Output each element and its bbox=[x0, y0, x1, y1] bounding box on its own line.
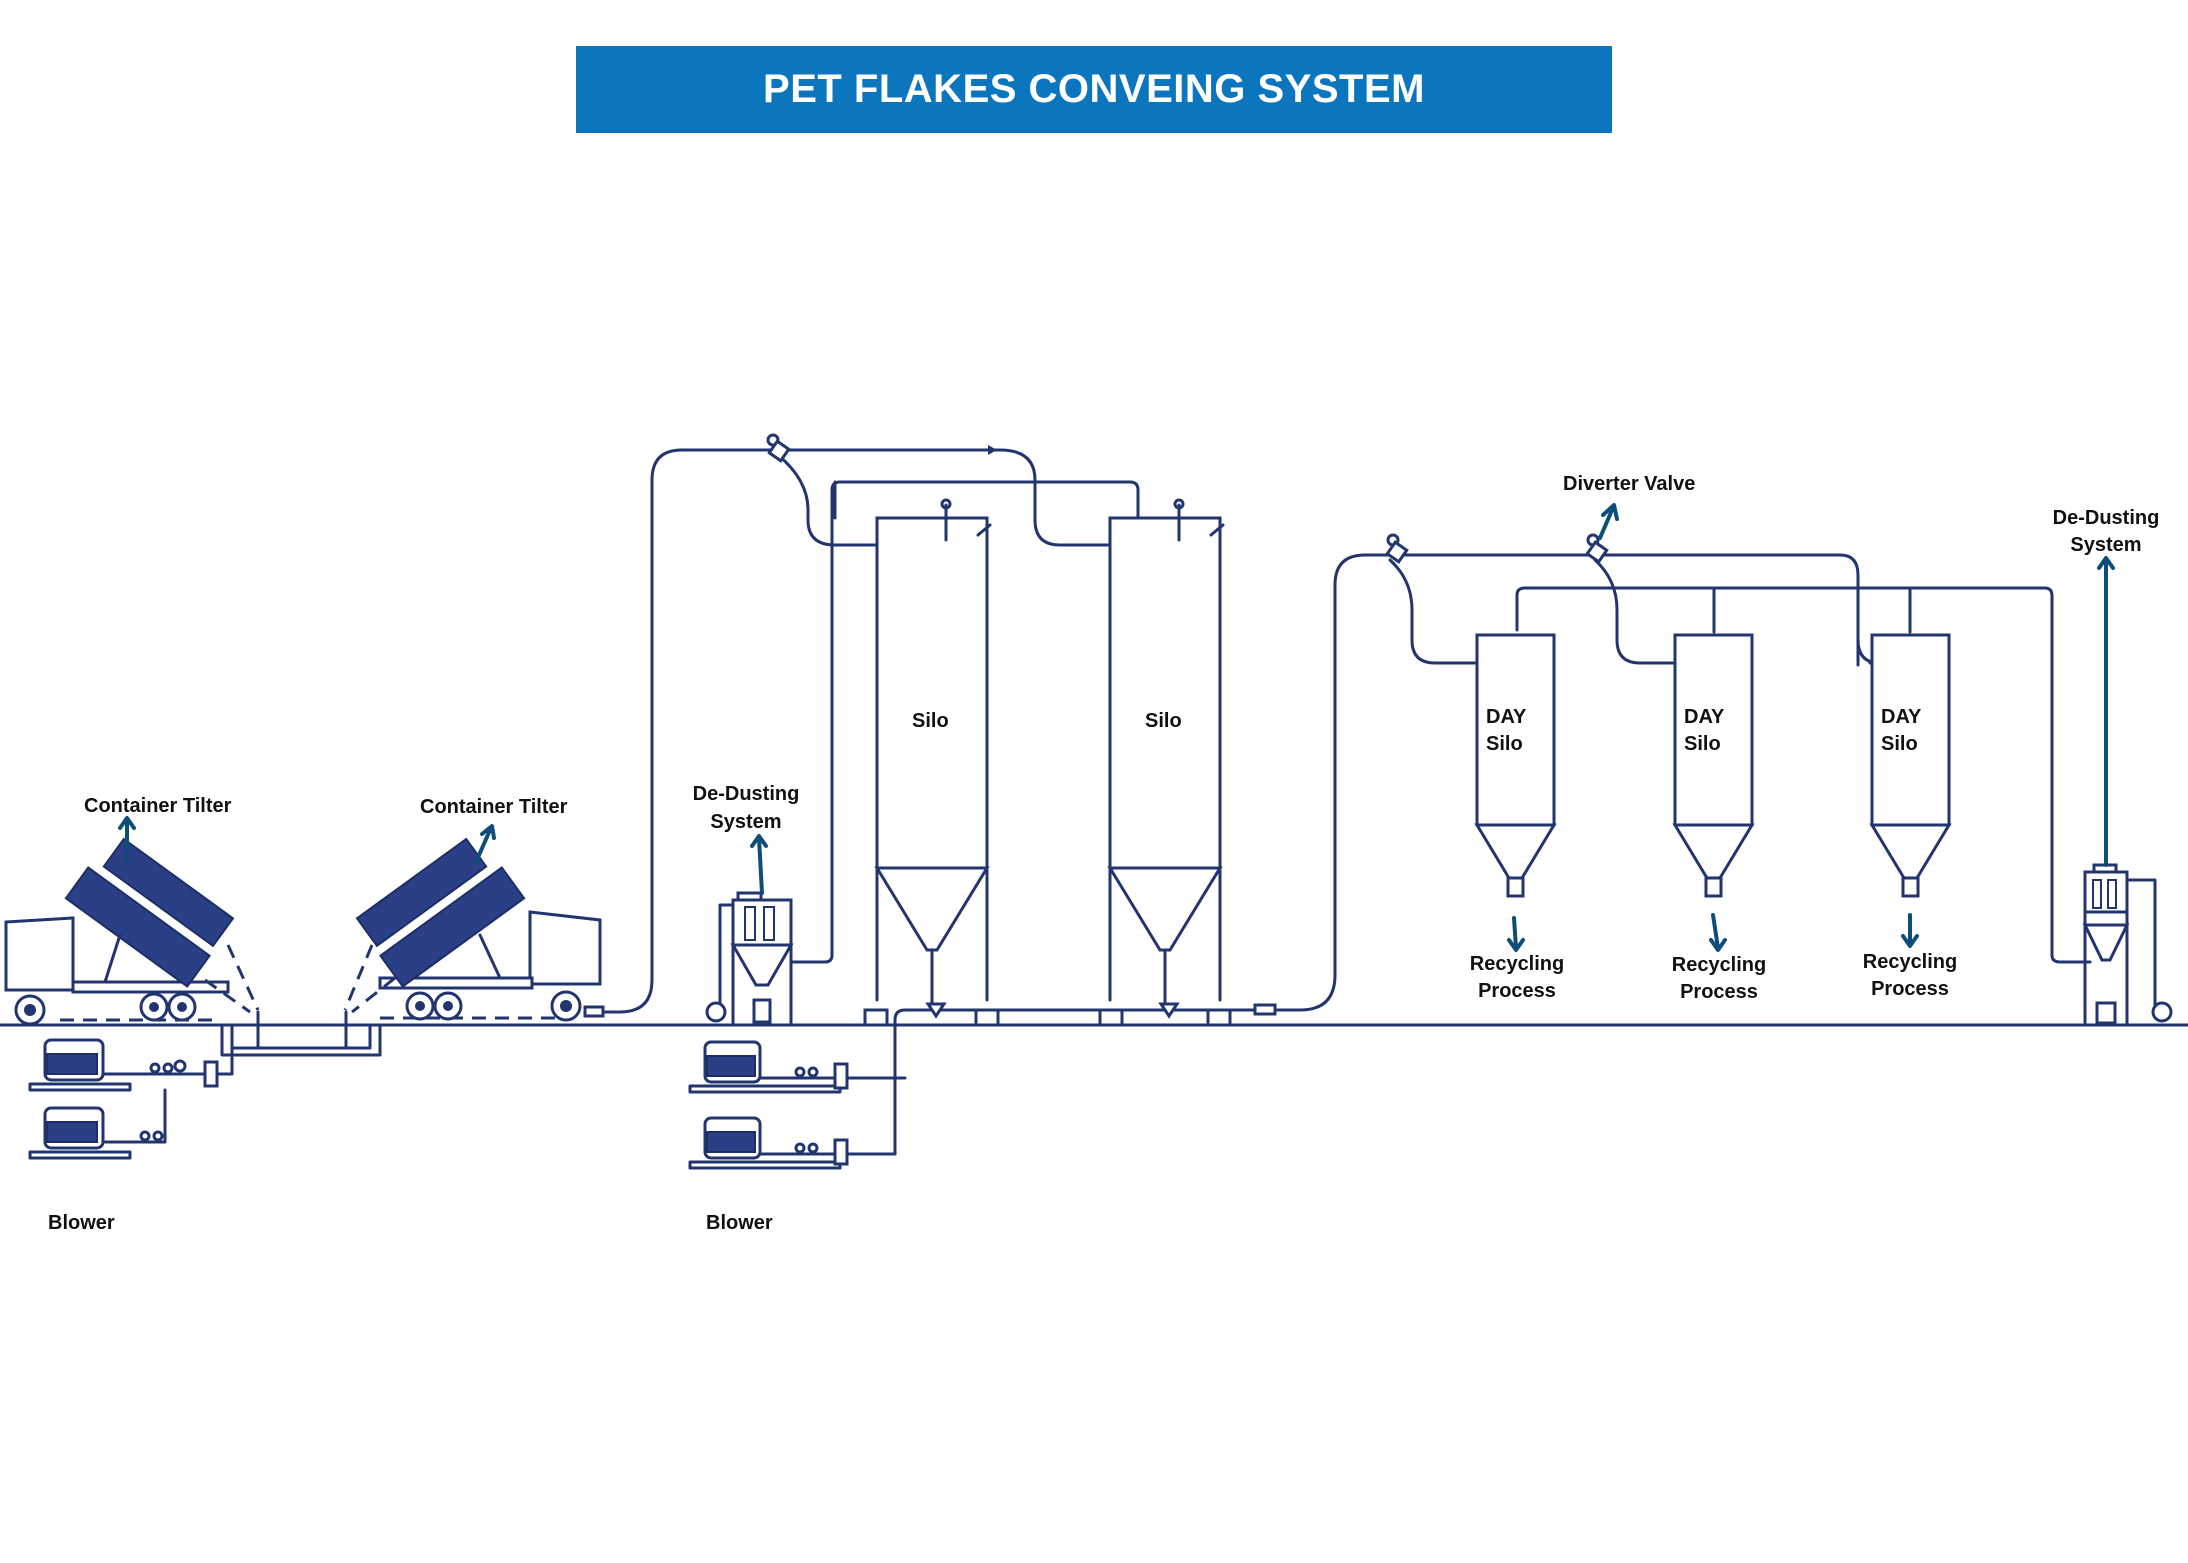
trailer-bed bbox=[378, 976, 534, 990]
title-banner: PET FLAKES CONVEING SYSTEM bbox=[576, 46, 1612, 133]
recycling-2-line1: Recycling bbox=[1672, 954, 1766, 976]
blower-1-label: Blower bbox=[48, 1212, 115, 1234]
day-silo-vent-line bbox=[1515, 586, 2092, 964]
recycling-1-line2: Process bbox=[1478, 980, 1556, 1002]
transport-line-1 bbox=[893, 1008, 1262, 1156]
container-tilter-2-label: Container Tilter bbox=[420, 796, 568, 818]
day-silo-2-label-line2: Silo bbox=[1684, 733, 1721, 755]
dedusting-system-2 bbox=[2082, 863, 2173, 1027]
diverter-valve-silos bbox=[766, 433, 791, 463]
recycling-process-3: Recycling Process bbox=[1863, 913, 1957, 1000]
day-silo-main-line bbox=[1228, 553, 1860, 1012]
recycling-1-line1: Recycling bbox=[1470, 953, 1564, 975]
dedusting-2-callout: De-Dusting System bbox=[2053, 507, 2160, 867]
recycling-3-line1: Recycling bbox=[1863, 951, 1957, 973]
day-silo-2-label-line1: DAY bbox=[1684, 706, 1725, 728]
diverter-valve-day-2 bbox=[1585, 533, 1609, 564]
day-silo-2: DAY Silo bbox=[1672, 633, 1755, 898]
day-silo-3-label-line1: DAY bbox=[1881, 706, 1922, 728]
recycling-2-line2: Process bbox=[1680, 981, 1758, 1003]
container-tilter-2-callout: Container Tilter bbox=[420, 796, 568, 864]
container-tilter-2 bbox=[343, 837, 602, 1022]
recycling-3-line2: Process bbox=[1871, 978, 1949, 1000]
transfer-pipe bbox=[220, 1023, 382, 1057]
day-silo-1-label-line1: DAY bbox=[1486, 706, 1527, 728]
dedusting-2-label-line1: De-Dusting bbox=[2053, 507, 2160, 529]
day-silo-2-feed bbox=[1593, 558, 1675, 665]
day-silo-1-label-line2: Silo bbox=[1486, 733, 1523, 755]
page-title: PET FLAKES CONVEING SYSTEM bbox=[763, 67, 1425, 111]
dedusting-2-label-line2: System bbox=[2070, 534, 2141, 556]
container-tilter-1 bbox=[4, 837, 260, 1026]
callout-arrow bbox=[474, 828, 492, 864]
feed-pipe-1 bbox=[583, 448, 782, 1014]
day-silo-1-feed bbox=[1388, 558, 1477, 665]
blower-group-1 bbox=[28, 1038, 234, 1160]
silo-1-feed bbox=[776, 453, 878, 547]
tilted-container-1 bbox=[64, 837, 235, 988]
container-tilter-1-callout: Container Tilter bbox=[84, 795, 232, 864]
trailer-bed bbox=[71, 980, 230, 994]
diverter-valve-label: Diverter Valve bbox=[1563, 473, 1695, 495]
day-silo-3: DAY Silo bbox=[1869, 633, 1952, 898]
dedusting-1-label-line2: System bbox=[710, 811, 781, 833]
silo-1-label: Silo bbox=[912, 710, 949, 732]
recycling-process-2: Recycling Process bbox=[1672, 913, 1766, 1003]
dedusting-1-label-line1: De-Dusting bbox=[693, 783, 800, 805]
blower-group-2 bbox=[688, 1008, 1262, 1170]
day-silo-3-label-line2: Silo bbox=[1881, 733, 1918, 755]
dedusting-1-callout: De-Dusting System bbox=[693, 783, 800, 895]
day-silo-1: DAY Silo bbox=[1474, 633, 1557, 898]
silo-2: Silo bbox=[1098, 498, 1232, 1027]
dedusting-system-1 bbox=[705, 480, 1140, 1027]
silo-1: Silo bbox=[863, 498, 1000, 1027]
diverter-valve-callout: Diverter Valve bbox=[1563, 473, 1695, 540]
truck-cab bbox=[528, 910, 602, 986]
recycling-process-1: Recycling Process bbox=[1470, 916, 1564, 1002]
truck-cab bbox=[4, 916, 75, 992]
silo-2-label: Silo bbox=[1145, 710, 1182, 732]
blower-2-label: Blower bbox=[706, 1212, 773, 1234]
container-tilter-1-label: Container Tilter bbox=[84, 795, 232, 817]
diverter-valve-day-1 bbox=[1385, 533, 1409, 564]
silo-2-feed bbox=[778, 448, 1112, 547]
tilted-container-2 bbox=[355, 837, 526, 988]
